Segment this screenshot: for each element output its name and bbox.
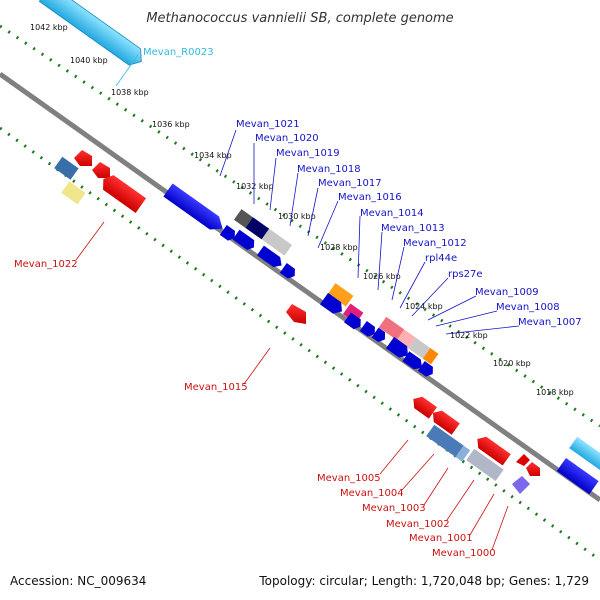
gene-block-1009[interactable] xyxy=(422,348,439,365)
forward-small-arrows xyxy=(219,225,436,379)
gene-block-rps27e[interactable] xyxy=(408,337,431,359)
inner-tick-track xyxy=(0,126,600,562)
kbp-tick-1040: 1040 kbp xyxy=(70,56,108,65)
gene-block-1003-b[interactable] xyxy=(455,445,471,462)
kbp-tick-1034: 1034 kbp xyxy=(194,151,232,160)
label-mevan-1020[interactable]: Mevan_1020 xyxy=(255,133,319,144)
label-mevan-1003[interactable]: Mevan_1003 xyxy=(362,503,426,514)
connector-r0023 xyxy=(115,54,139,87)
gene-arrow-1001-b[interactable] xyxy=(516,454,530,466)
gene-block-1002[interactable] xyxy=(466,448,504,482)
arrow-1017-d[interactable] xyxy=(279,263,298,281)
gene-arrow-1004[interactable] xyxy=(429,407,460,435)
label-mevan-1005[interactable]: Mevan_1005 xyxy=(317,473,381,484)
label-mevan-1008[interactable]: Mevan_1008 xyxy=(496,302,560,313)
arrow-1013-a[interactable] xyxy=(319,292,346,317)
gene-block-khaki-1022[interactable] xyxy=(61,181,86,205)
label-mevan-1015[interactable]: Mevan_1015 xyxy=(184,382,248,393)
genome-backbone xyxy=(0,71,600,503)
arrow-1008-b[interactable] xyxy=(402,351,425,372)
kbp-tick-1038: 1038 kbp xyxy=(111,88,149,97)
gene-arrow-r0023[interactable] xyxy=(38,0,147,70)
gene-block-1012[interactable] xyxy=(378,316,405,341)
arrow-1017-c[interactable] xyxy=(256,245,285,271)
arrow-1013-b[interactable] xyxy=(344,312,364,331)
gene-block-purple[interactable] xyxy=(512,476,530,494)
arrow-1017-a[interactable] xyxy=(219,225,238,243)
kbp-tick-1028: 1028 kbp xyxy=(320,243,358,252)
label-mevan-1022[interactable]: Mevan_1022 xyxy=(14,259,78,270)
label-mevan-1009[interactable]: Mevan_1009 xyxy=(475,287,539,298)
label-mevan-1016[interactable]: Mevan_1016 xyxy=(338,192,402,203)
label-mevan-1017[interactable]: Mevan_1017 xyxy=(318,178,382,189)
gene-arrow-1022-main[interactable] xyxy=(98,172,147,213)
label-mevan-r0023[interactable]: Mevan_R0023 xyxy=(143,47,214,58)
kbp-tick-1020: 1020 kbp xyxy=(493,359,531,368)
label-mevan-1001[interactable]: Mevan_1001 xyxy=(409,533,473,544)
genome-summary-text: Topology: circular; Length: 1,720,048 bp… xyxy=(259,574,589,588)
outer-tick-track xyxy=(0,24,600,428)
gene-arrow-1015[interactable] xyxy=(286,304,306,324)
kbp-tick-1018: 1018 kbp xyxy=(536,388,574,397)
arrow-1013-c[interactable] xyxy=(359,321,378,339)
gene-arrow-1021[interactable] xyxy=(163,183,227,235)
arrow-1007[interactable] xyxy=(417,361,436,379)
gene-block-1003[interactable] xyxy=(426,424,464,458)
forward-strand-features xyxy=(38,0,600,495)
kbp-tick-1042: 1042 kbp xyxy=(30,23,68,32)
map-title: Methanococcus vannielii SB, complete gen… xyxy=(146,11,453,26)
gene-labels: Mevan_R0023 Mevan_1021 Mevan_1020 Mevan_… xyxy=(14,47,582,559)
kbp-tick-1032: 1032 kbp xyxy=(236,182,274,191)
reverse-label-connectors xyxy=(75,221,509,551)
gene-block-rpl44e[interactable] xyxy=(396,329,416,349)
gene-arrow-1022-a[interactable] xyxy=(74,150,92,166)
gene-block-1018[interactable] xyxy=(261,228,293,256)
gene-block-1020[interactable] xyxy=(233,209,253,228)
kbp-tick-1036: 1036 kbp xyxy=(152,120,190,129)
arrow-1013-d[interactable] xyxy=(371,327,389,345)
kbp-tick-1024: 1024 kbp xyxy=(405,302,443,311)
gene-block-1019[interactable] xyxy=(245,217,270,240)
label-mevan-1013[interactable]: Mevan_1013 xyxy=(381,223,445,234)
label-mevan-1018[interactable]: Mevan_1018 xyxy=(297,164,361,175)
gene-arrow-1001[interactable] xyxy=(473,433,511,466)
label-rpl44e[interactable]: rpl44e xyxy=(425,253,457,264)
gene-arrow-1022-b[interactable] xyxy=(92,162,110,178)
kbp-tick-1022: 1022 kbp xyxy=(450,331,488,340)
label-mevan-1012[interactable]: Mevan_1012 xyxy=(403,238,467,249)
label-rps27e[interactable]: rps27e xyxy=(448,269,483,280)
kbp-ticks: 1042 kbp 1040 kbp 1038 kbp 1036 kbp 1034… xyxy=(30,23,574,397)
label-mevan-1007[interactable]: Mevan_1007 xyxy=(518,317,582,328)
gene-block-right-blue[interactable] xyxy=(556,458,599,495)
accession-text: Accession: NC_009634 xyxy=(10,574,147,588)
kbp-tick-1030: 1030 kbp xyxy=(278,212,316,221)
label-mevan-1021[interactable]: Mevan_1021 xyxy=(236,119,300,130)
arrow-1017-b[interactable] xyxy=(232,229,258,253)
gene-block-blue-1022[interactable] xyxy=(54,156,79,180)
arrow-1008-a[interactable] xyxy=(385,336,412,361)
forward-label-connectors xyxy=(219,129,520,335)
kbp-tick-1026: 1026 kbp xyxy=(363,272,401,281)
label-mevan-1002[interactable]: Mevan_1002 xyxy=(386,519,450,530)
label-mevan-1000[interactable]: Mevan_1000 xyxy=(432,548,496,559)
reverse-strand-features xyxy=(54,150,540,494)
label-mevan-1004[interactable]: Mevan_1004 xyxy=(340,488,404,499)
gene-arrow-1005[interactable] xyxy=(409,393,437,419)
label-mevan-1014[interactable]: Mevan_1014 xyxy=(360,208,424,219)
label-mevan-1019[interactable]: Mevan_1019 xyxy=(276,148,340,159)
gene-block-1016[interactable] xyxy=(327,283,354,307)
gene-arrow-1000[interactable] xyxy=(526,462,540,476)
